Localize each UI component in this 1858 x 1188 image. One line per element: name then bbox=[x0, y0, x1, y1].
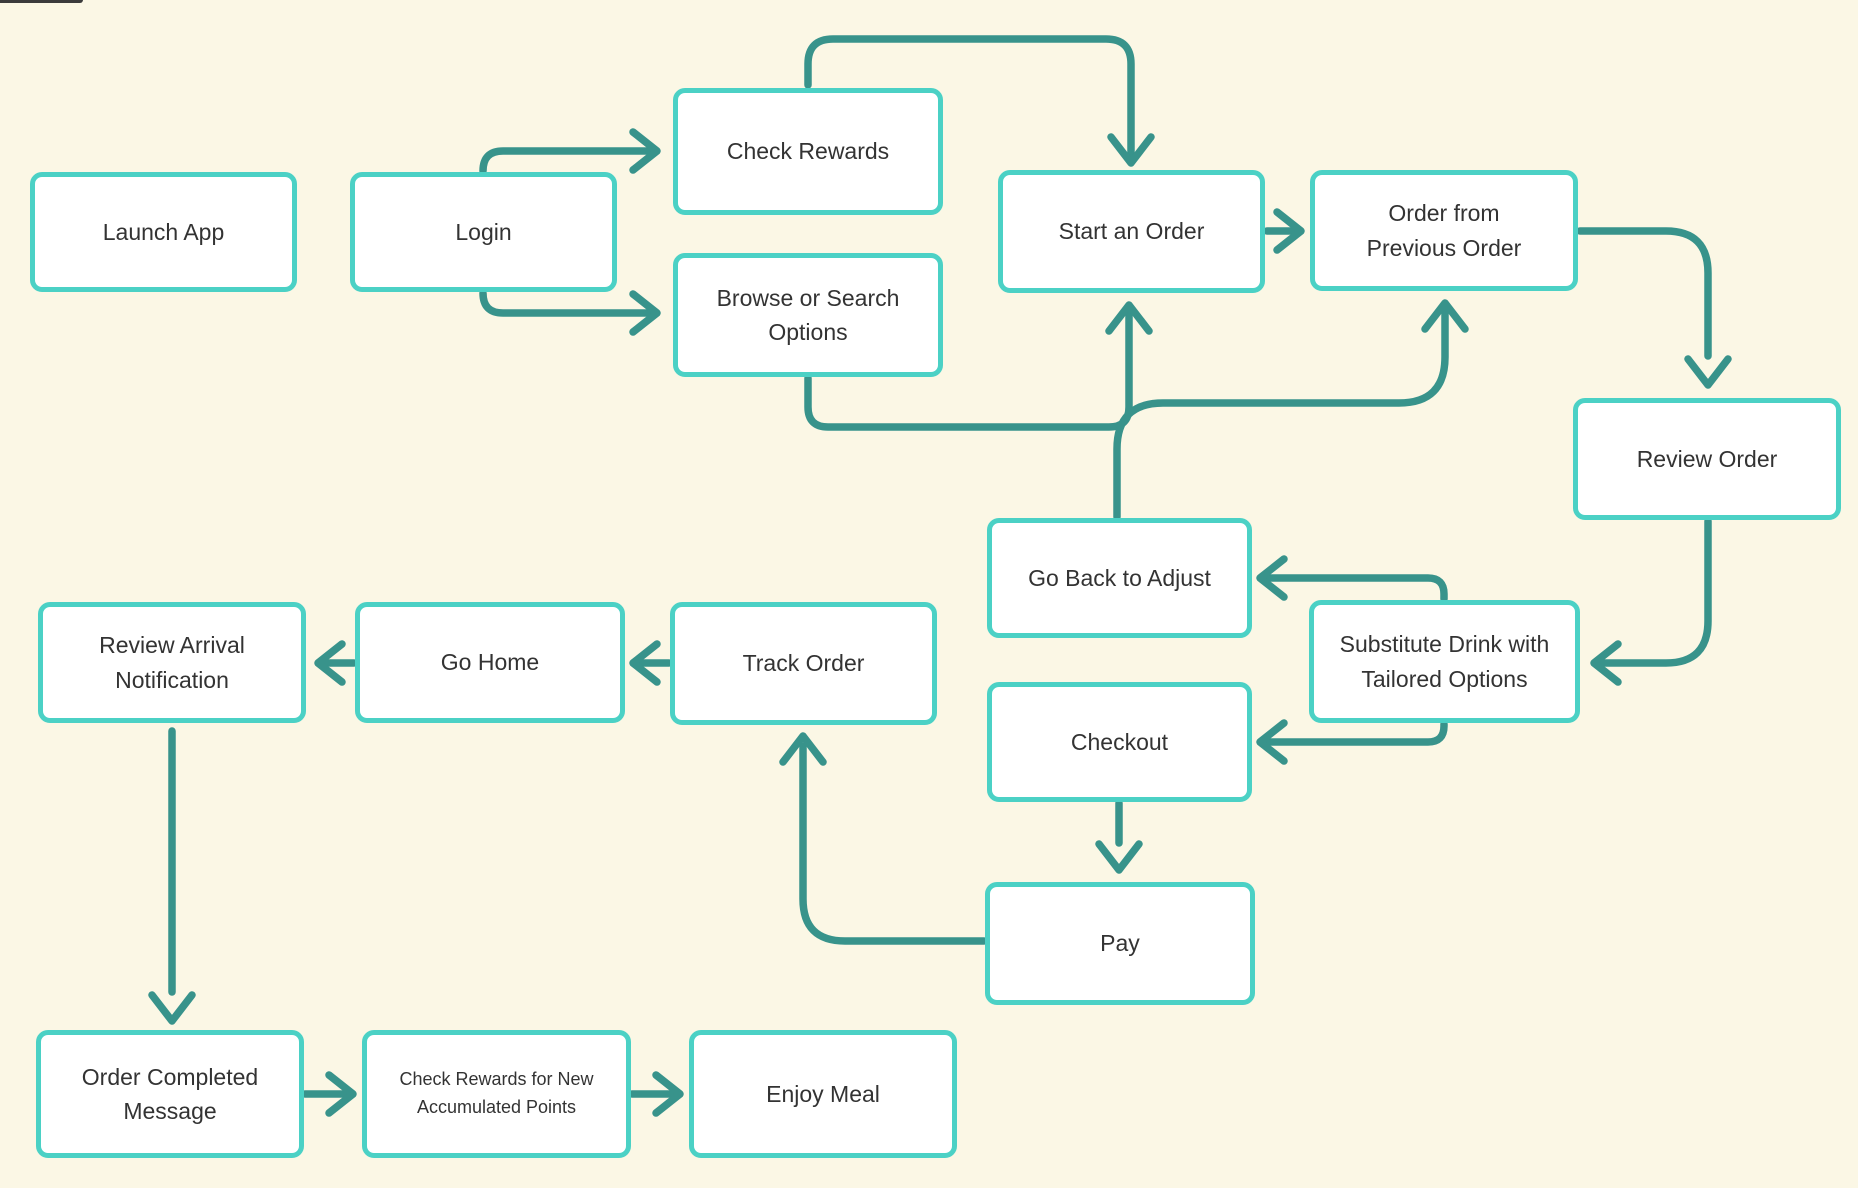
node-label: Track Order bbox=[742, 650, 865, 677]
screen-corner-artifact bbox=[0, 0, 83, 3]
arrowhead-check-rewards-points-to-enjoy-meal bbox=[652, 1071, 684, 1117]
node-label: Review Order bbox=[1636, 445, 1778, 472]
arrowhead-track-order-to-go-home bbox=[629, 640, 661, 686]
arrowhead-check-rewards-to-start-order bbox=[1107, 133, 1155, 167]
node-label: Order Completed Message bbox=[81, 1063, 259, 1125]
edge-login-to-browse-search bbox=[479, 289, 654, 317]
arrowhead-checkout-to-pay bbox=[1095, 840, 1143, 874]
node-enjoy-meal: Enjoy Meal bbox=[689, 1030, 957, 1158]
edge-order-previous-to-review-order bbox=[1576, 227, 1712, 360]
node-label: Start an Order bbox=[1058, 218, 1205, 245]
node-pay: Pay bbox=[985, 882, 1255, 1005]
node-review-arrival: Review Arrival Notification bbox=[38, 602, 306, 723]
node-label: Launch App bbox=[102, 218, 225, 245]
node-label: Go Back to Adjust bbox=[1028, 564, 1211, 591]
node-order-previous: Order from Previous Order bbox=[1310, 170, 1578, 291]
node-label: Substitute Drink with Tailored Options bbox=[1339, 631, 1550, 692]
node-track-order: Track Order bbox=[670, 602, 937, 725]
arrowhead-review-arrival-to-order-completed bbox=[148, 991, 196, 1025]
arrowhead-order-previous-to-review-order bbox=[1684, 355, 1732, 389]
arrowhead-login-to-browse-search bbox=[629, 290, 661, 336]
edge-login-to-check-rewards bbox=[479, 147, 654, 175]
arrowhead-login-to-check-rewards bbox=[629, 128, 661, 174]
edge-go-back-to-order-previous bbox=[1113, 308, 1449, 521]
node-label: Check Rewards bbox=[726, 138, 890, 165]
node-label: Browse or Search Options bbox=[716, 284, 900, 346]
arrowhead-substitute-to-checkout bbox=[1256, 719, 1288, 765]
node-label: Review Arrival Notification bbox=[99, 632, 245, 693]
node-go-home: Go Home bbox=[355, 602, 625, 723]
node-check-rewards-points: Check Rewards for New Accumulated Points bbox=[362, 1030, 631, 1158]
arrowhead-pay-to-track-order bbox=[779, 732, 827, 766]
edge-substitute-to-checkout bbox=[1263, 720, 1448, 746]
node-label: Login bbox=[455, 218, 512, 245]
edge-pay-to-track-order bbox=[799, 742, 988, 945]
node-label: Pay bbox=[1100, 930, 1140, 957]
edge-check-rewards-to-start-order bbox=[804, 35, 1135, 160]
node-go-back: Go Back to Adjust bbox=[987, 518, 1252, 638]
arrowhead-go-home-to-review-arrival bbox=[314, 640, 346, 686]
node-checkout: Checkout bbox=[987, 682, 1252, 802]
node-start-order: Start an Order bbox=[998, 170, 1265, 293]
arrowhead-browse-search-to-start-order bbox=[1105, 301, 1153, 335]
node-order-completed: Order Completed Message bbox=[36, 1030, 304, 1158]
edge-substitute-to-go-back bbox=[1263, 574, 1448, 603]
arrowhead-start-order-to-order-previous bbox=[1273, 208, 1305, 254]
node-review-order: Review Order bbox=[1573, 398, 1841, 520]
edge-review-order-to-substitute bbox=[1597, 517, 1712, 667]
arrowhead-review-order-to-substitute bbox=[1590, 640, 1622, 686]
node-browse-search: Browse or Search Options bbox=[673, 253, 943, 377]
arrowhead-substitute-to-go-back bbox=[1256, 555, 1288, 601]
node-launch-app: Launch App bbox=[30, 172, 297, 292]
node-login: Login bbox=[350, 172, 617, 292]
arrowhead-order-completed-to-check-rewards-points bbox=[325, 1071, 357, 1117]
node-substitute: Substitute Drink with Tailored Options bbox=[1309, 600, 1580, 723]
node-check-rewards: Check Rewards bbox=[673, 88, 943, 215]
node-label: Check Rewards for New Accumulated Points bbox=[399, 1069, 594, 1117]
arrowhead-go-back-to-order-previous bbox=[1421, 299, 1469, 333]
node-label: Order from Previous Order bbox=[1366, 200, 1522, 261]
node-label: Enjoy Meal bbox=[766, 1080, 880, 1107]
node-label: Go Home bbox=[440, 649, 540, 676]
node-label: Checkout bbox=[1070, 728, 1169, 755]
